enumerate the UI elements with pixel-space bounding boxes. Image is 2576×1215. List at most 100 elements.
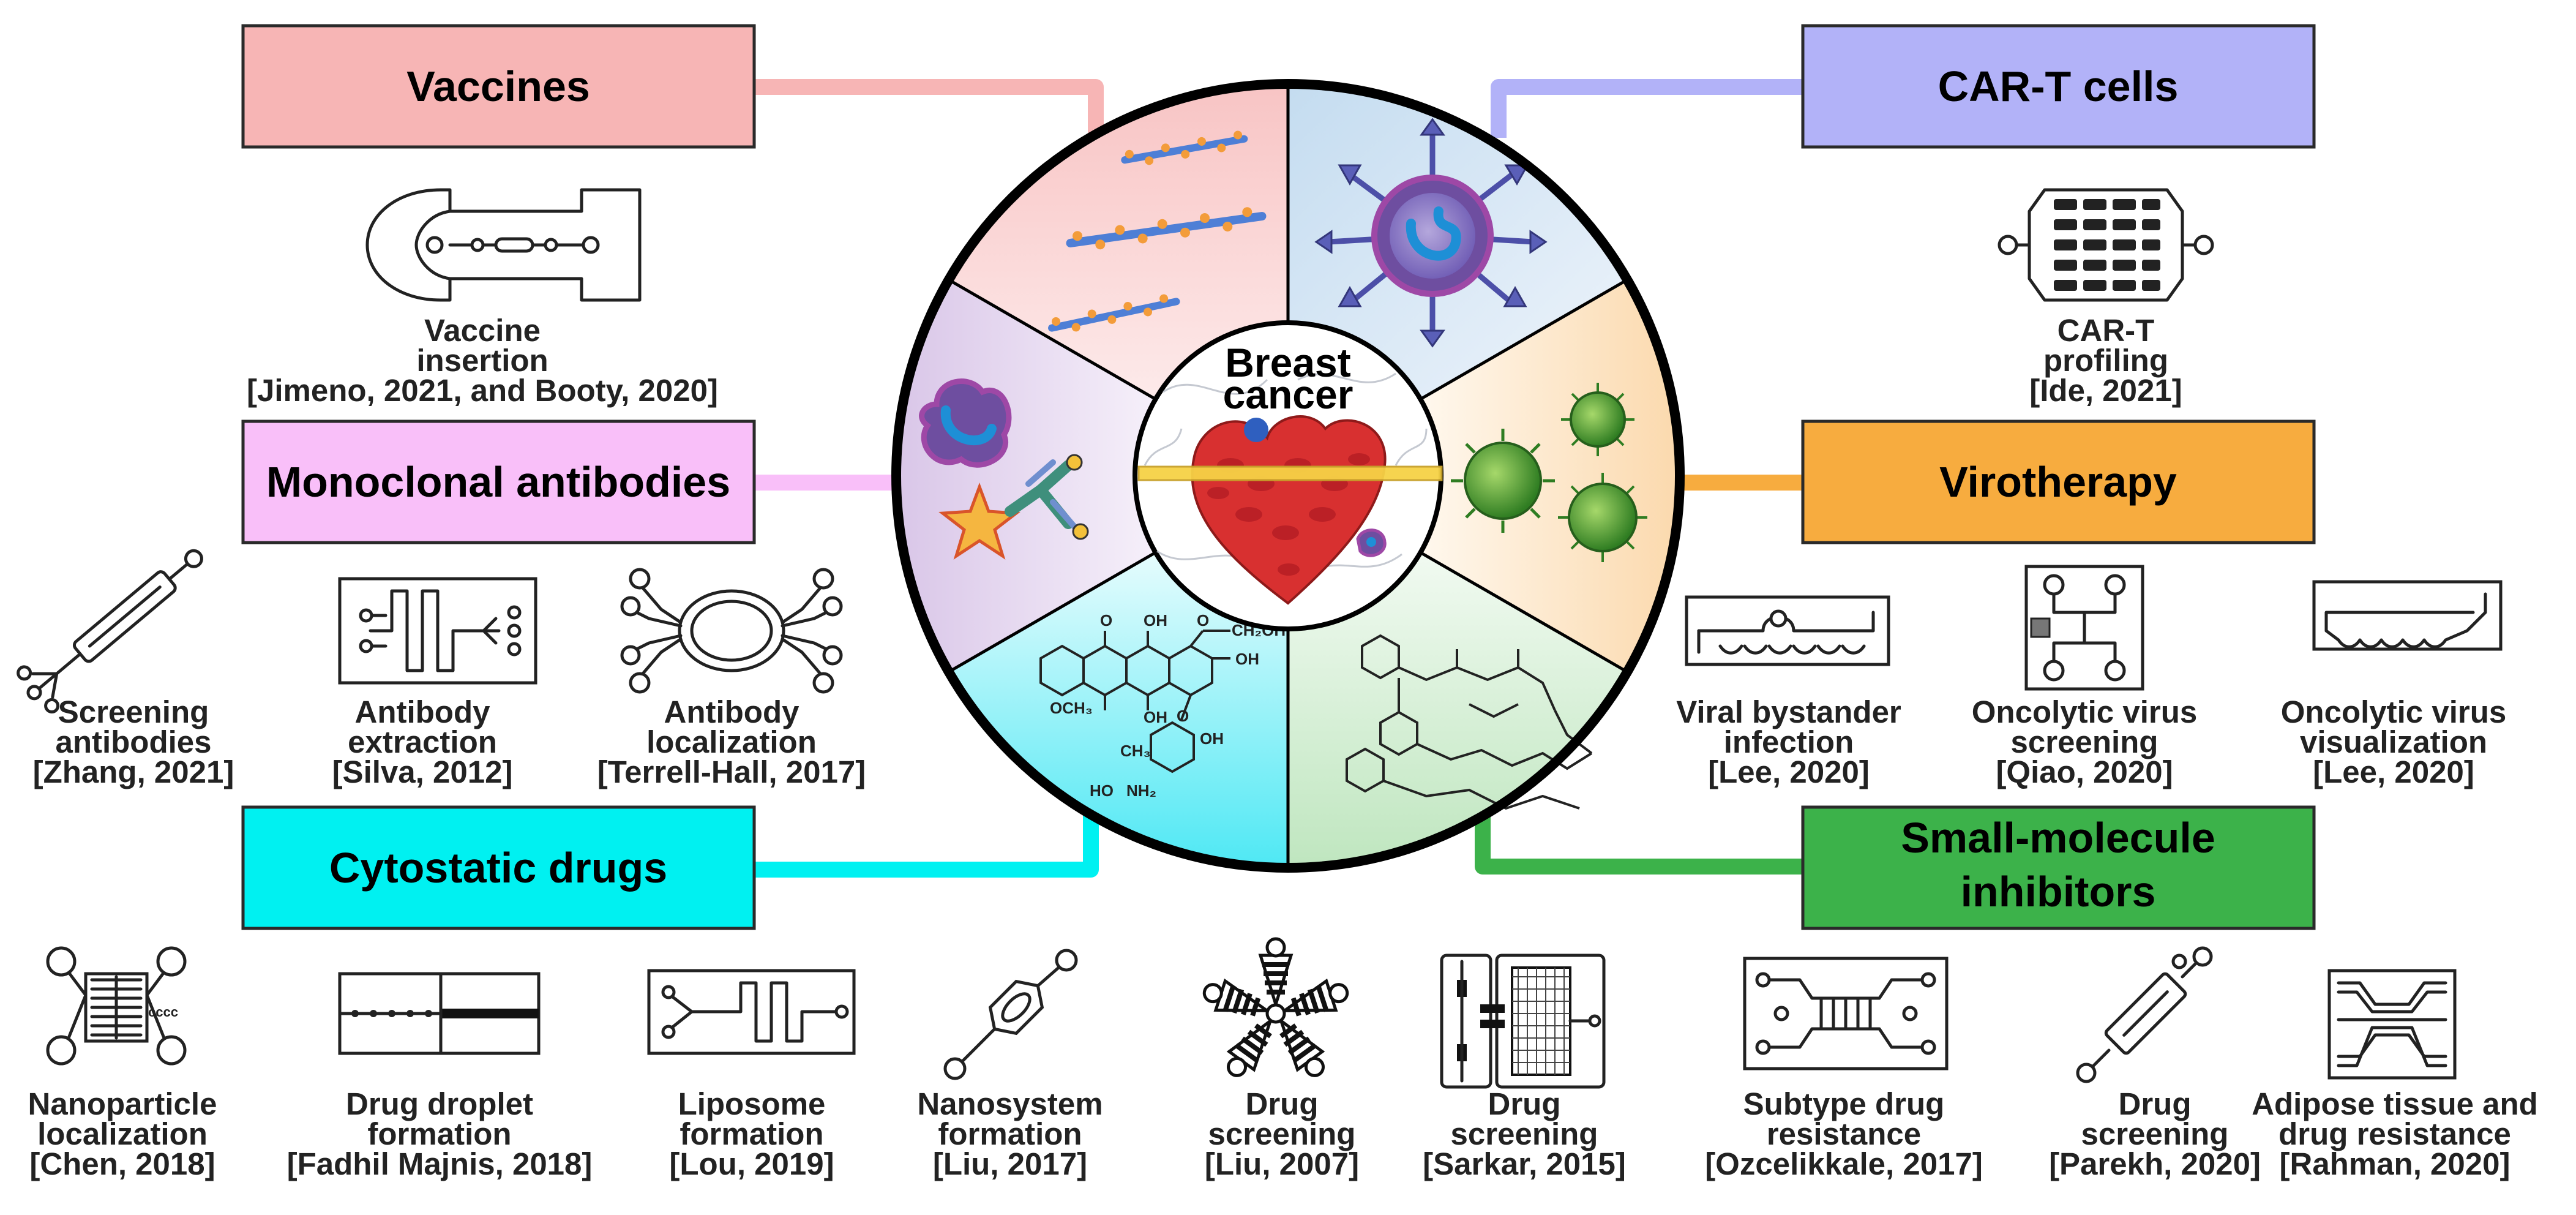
antibody-extraction-chip-icon: [338, 577, 537, 685]
center-title-line2: cancer: [1223, 372, 1354, 417]
antibody-localization-chip-icon: [620, 568, 843, 694]
screening-antibodies-chip-icon: [17, 549, 203, 714]
caption-line: Antibody: [355, 694, 491, 729]
viral-bystander-chip-icon: [1685, 595, 1890, 666]
svg-text:cccc: cccc: [148, 1004, 178, 1020]
category-label-car-t: CAR-T cells: [1938, 62, 2179, 110]
caption-citation: [Ozcelikkale, 2017]: [1705, 1146, 1983, 1181]
subtype-resistance-chip-icon: [1743, 957, 1949, 1070]
caption-line: CAR-T: [2057, 313, 2155, 348]
caption-line: Subtype drug: [1743, 1086, 1945, 1121]
oncolytic-visualization-chip-icon: [2312, 580, 2503, 651]
category-car-t: CAR-T cells: [1801, 24, 2316, 149]
caption-line: screening: [2011, 724, 2159, 759]
category-label-virotherapy: Virotherapy: [1939, 458, 2177, 506]
chem-label: O: [1197, 611, 1209, 630]
caption-line: infection: [1724, 724, 1854, 759]
sector-small-molecule: [1288, 552, 1627, 868]
caption-line: screening: [1451, 1116, 1598, 1151]
wheel-outer-ring: [891, 79, 1685, 873]
caption-line: Drug: [2119, 1086, 2192, 1121]
sector-monoclonal: [896, 280, 1156, 672]
caption-line: Oncolytic virus: [2281, 694, 2506, 729]
treatment-wheel: OH OH OH O CH₂OH OCH₃ O OH CH₃ NH₂ HO O: [891, 79, 1685, 873]
caption-line: resistance: [1767, 1116, 1921, 1151]
caption-line: formation: [938, 1116, 1082, 1151]
chem-label: OH: [1200, 729, 1224, 748]
caption-line: antibodies: [55, 724, 211, 759]
caption-citation: [Rahman, 2020]: [2280, 1146, 2510, 1181]
caption-line: localization: [37, 1116, 208, 1151]
caption-citation: [Liu, 2017]: [933, 1146, 1087, 1181]
device-drug-screening-sarkar: Drug screening [Sarkar, 2015]: [1423, 954, 1626, 1181]
caption-line: Antibody: [664, 694, 800, 729]
chem-label: O: [1177, 707, 1189, 725]
caption-line: localization: [646, 724, 817, 759]
caption-citation: [Silva, 2012]: [332, 754, 513, 789]
device-oncolytic-screening: Oncolytic virus screening [Qiao, 2020]: [1972, 565, 2197, 789]
caption-line: screening: [1208, 1116, 1356, 1151]
caption-line: profiling: [2043, 343, 2168, 378]
connector-small-molecule: [1475, 811, 1803, 875]
caption-citation: [Lee, 2020]: [2313, 754, 2474, 789]
caption-citation: [Ide, 2021]: [2029, 373, 2182, 408]
caption-citation: [Liu, 2007]: [1205, 1146, 1359, 1181]
device-drug-screening-liu: Drug screening [Liu, 2007]: [1200, 937, 1359, 1181]
category-monoclonal: Monoclonal antibodies: [241, 419, 756, 544]
caption-citation: [Terrell-Hall, 2017]: [597, 754, 866, 789]
connectors: [754, 79, 1803, 878]
device-drug-screening-parekh: Drug screening [Parekh, 2020]: [2049, 946, 2261, 1181]
chem-label: OCH₃: [1050, 699, 1093, 717]
car-t-cell-icon: [1314, 118, 1548, 348]
nanosystem-chip-icon: [943, 949, 1078, 1080]
category-cytostatic: Cytostatic drugs: [241, 805, 756, 930]
device-drug-droplet: Drug droplet formation [Fadhil Majnis, 2…: [287, 972, 593, 1181]
device-nanoparticle: cccc Nanoparticle localization [Chen, 20…: [28, 946, 217, 1181]
caption-line: Vaccine: [424, 313, 541, 348]
caption-line: Drug: [1488, 1086, 1561, 1121]
caption-line: Nanoparticle: [28, 1086, 217, 1121]
device-subtype-resistance: Subtype drug resistance [Ozcelikkale, 20…: [1705, 957, 1983, 1181]
connector-vaccines: [754, 79, 1104, 138]
chem-label: CH₃: [1120, 742, 1151, 760]
sector-vaccines: [949, 84, 1288, 399]
chem-label: OH: [1235, 650, 1259, 668]
device-car-t-profiling: CAR-T profiling [Ide, 2021]: [1998, 188, 2214, 408]
liposome-chip-icon: [647, 969, 856, 1055]
caption-line: visualization: [2300, 724, 2487, 759]
category-label-cytostatic: Cytostatic drugs: [329, 844, 667, 892]
drug-screening-sarkar-chip-icon: [1440, 954, 1606, 1089]
chem-label: NH₂: [1126, 781, 1156, 800]
vaccine-strands-icon: [1048, 130, 1267, 332]
category-label-small-molecule-2: inhibitors: [1961, 868, 2156, 916]
wheel-dividers: [948, 84, 1628, 868]
category-label-small-molecule-1: Small-molecule: [1901, 814, 2215, 862]
adipose-chip-icon: [2327, 969, 2457, 1080]
caption-line: Liposome: [678, 1086, 826, 1121]
caption-line: screening: [2081, 1116, 2229, 1151]
monoclonal-antibody-icon: [919, 378, 1089, 560]
category-virotherapy: Virotherapy: [1801, 419, 2316, 544]
device-liposome: Liposome formation [Lou, 2019]: [647, 969, 856, 1181]
caption-line: Nanosystem: [917, 1086, 1103, 1121]
caption-line: Viral bystander: [1676, 694, 1901, 729]
device-adipose: Adipose tissue and drug resistance [Rahm…: [2252, 969, 2538, 1181]
caption-line: Oncolytic virus: [1972, 694, 2197, 729]
caption-line: drug resistance: [2278, 1116, 2511, 1151]
chem-label: OH: [1144, 611, 1167, 630]
caption-line: extraction: [348, 724, 497, 759]
small-molecule-structure-icon: [1346, 634, 1593, 810]
device-oncolytic-visualization: Oncolytic virus visualization [Lee, 2020…: [2281, 580, 2506, 789]
caption-citation: [Lou, 2019]: [669, 1146, 834, 1181]
category-label-vaccines: Vaccines: [406, 62, 590, 110]
device-viral-bystander: Viral bystander infection [Lee, 2020]: [1676, 595, 1901, 789]
caption-citation: [Sarkar, 2015]: [1423, 1146, 1626, 1181]
sector-virotherapy: [1420, 280, 1680, 672]
chem-label: OH: [1144, 708, 1167, 726]
caption-citation: [Jimeno, 2021, and Booty, 2020]: [247, 373, 718, 408]
caption-citation: [Chen, 2018]: [29, 1146, 215, 1181]
caption-citation: [Fadhil Majnis, 2018]: [287, 1146, 593, 1181]
oncolytic-screening-chip-icon: [2024, 565, 2144, 691]
caption-line: Screening: [58, 694, 209, 729]
